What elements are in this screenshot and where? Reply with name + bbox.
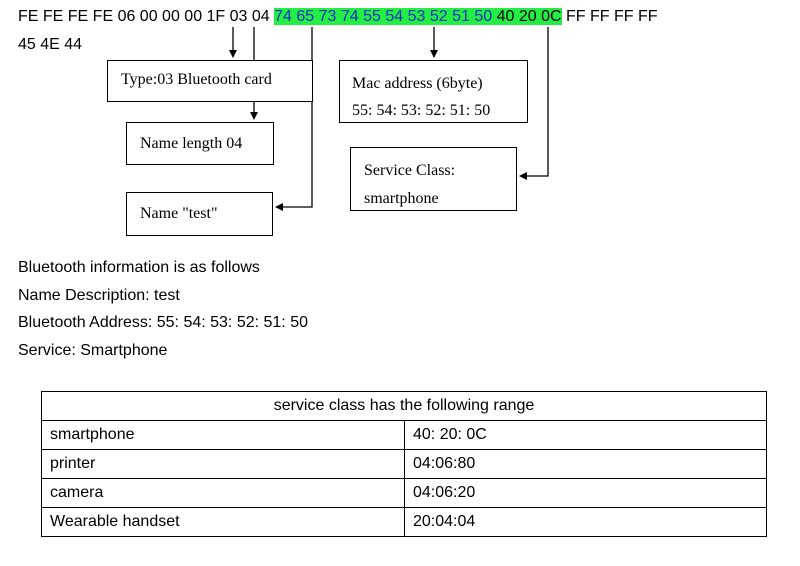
info-name-description: Name Description: test (18, 286, 180, 304)
hex-gap-2 (492, 8, 497, 25)
info-bluetooth-address: Bluetooth Address: 55: 54: 53: 52: 51: 5… (18, 314, 308, 331)
bluetooth-info: Bluetooth information is as follows Name… (18, 254, 308, 364)
table-row: camera 04:06:20 (41, 478, 767, 508)
service-class-table: service class has the following range sm… (41, 391, 767, 537)
name-length-box: Name length 04 (126, 122, 274, 165)
service-class-value: smartphone (364, 190, 439, 207)
name-box: Name "test" (126, 192, 273, 236)
type-label: Type:03 Bluetooth card (121, 71, 272, 88)
service-name-cell: Wearable handset (41, 507, 405, 537)
arrow-to-name (275, 27, 313, 211)
table-header: service class has the following range (41, 391, 767, 421)
info-service: Service: Smartphone (18, 341, 168, 359)
table-row: smartphone 40: 20: 0C (41, 420, 767, 450)
service-name-cell: camera (41, 478, 405, 508)
hex-data-line-1: FE FE FE FE 06 00 00 00 1F 03 04 74 65 7… (18, 6, 658, 28)
service-code-cell: 40: 20: 0C (404, 420, 767, 450)
service-code-cell: 04:06:20 (404, 478, 767, 508)
service-class-title: Service Class: (364, 162, 456, 179)
service-class-box: Service Class: smartphone (350, 147, 517, 211)
hex-prefix: FE FE FE FE 06 00 00 00 1F 03 04 (18, 8, 275, 25)
table-row: printer 04:06:80 (41, 449, 767, 479)
service-code-cell: 04:06:80 (404, 449, 767, 479)
hex-data-line-2: 45 4E 44 (18, 36, 83, 53)
mac-address-box: Mac address (6byte) 55: 54: 53: 52: 51: … (339, 60, 528, 123)
table-row: Wearable handset 20:04:04 (41, 507, 767, 537)
name-length-label: Name length 04 (140, 135, 243, 152)
hex-service-bytes: 40 20 0C (496, 8, 562, 25)
info-heading: Bluetooth information is as follows (18, 259, 260, 276)
service-name-cell: printer (41, 449, 405, 479)
name-label: Name "test" (140, 205, 218, 222)
type-box: Type:03 Bluetooth card (107, 60, 313, 102)
table-header-row: service class has the following range (41, 391, 767, 421)
hex-suffix: FF FF FF FF (561, 8, 658, 25)
hex-gap-1 (358, 8, 364, 25)
mac-address-value: 55: 54: 53: 52: 51: 50 (352, 102, 491, 119)
hex-name-bytes: 74 65 73 74 (274, 8, 359, 25)
hex-mac-bytes: 55 54 53 52 51 50 (363, 8, 493, 25)
service-name-cell: smartphone (41, 420, 405, 450)
service-code-cell: 20:04:04 (404, 507, 767, 537)
mac-address-title: Mac address (6byte) (352, 75, 483, 92)
